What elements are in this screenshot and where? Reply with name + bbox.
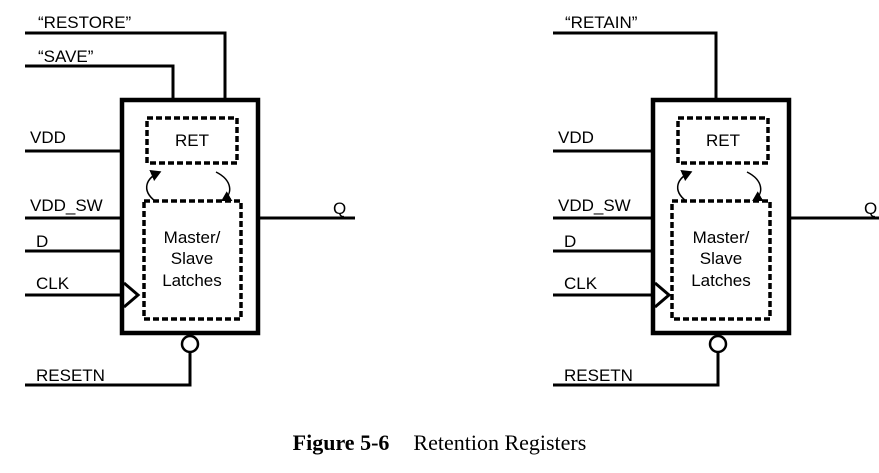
ret-label: RET <box>175 131 209 150</box>
figure-number: Figure 5-6 <box>292 430 390 455</box>
latch-label-line-2: Slave <box>700 249 743 268</box>
latch-label-line-3: Latches <box>162 271 222 290</box>
vdd-label: VDD <box>558 128 594 147</box>
resetn-label: RESETN <box>36 366 105 385</box>
vdd-sw-label: VDD_SW <box>558 196 631 215</box>
reset-inversion-bubble-icon <box>180 334 200 354</box>
retain-wire <box>553 31 718 118</box>
clock-triangle-icon <box>654 281 672 309</box>
latch-label-line-1: Master/ <box>693 228 750 247</box>
clock-triangle-icon <box>123 281 141 309</box>
ret-block <box>145 116 239 165</box>
vdd-sw-label: VDD_SW <box>30 196 103 215</box>
retain-label: “RETAIN” <box>565 13 638 32</box>
d-label: D <box>36 232 48 251</box>
vdd-label: VDD <box>30 128 66 147</box>
resetn-wire <box>25 352 192 387</box>
clk-label: CLK <box>36 274 70 293</box>
latch-label-line-3: Latches <box>691 271 751 290</box>
restore-arrow-icon <box>215 171 233 202</box>
latch-block <box>670 199 772 321</box>
ret-block <box>676 116 770 165</box>
retention-registers-diagram: “RESTORE” “SAVE” VDD VDD_SW D CLK RET Ma… <box>25 13 879 387</box>
save-label: “SAVE” <box>38 47 94 66</box>
figure-caption: Figure 5-6 Retention Registers <box>0 430 879 456</box>
resetn-wire <box>553 352 720 387</box>
ret-label: RET <box>706 131 740 150</box>
d-label: D <box>564 232 576 251</box>
save-arrow-icon <box>676 170 693 202</box>
q-label: Q <box>864 199 877 218</box>
figure-title: Retention Registers <box>413 430 587 455</box>
left-register: “RESTORE” “SAVE” VDD VDD_SW D CLK RET Ma… <box>25 13 355 387</box>
latch-block <box>142 199 243 321</box>
clk-label: CLK <box>564 274 598 293</box>
latch-label-line-1: Master/ <box>164 228 221 247</box>
restore-arrow-icon <box>746 171 764 202</box>
restore-wire <box>25 31 227 118</box>
restore-label: “RESTORE” <box>38 13 132 32</box>
right-register: “RETAIN” VDD VDD_SW D CLK RET Master/ Sl… <box>553 13 879 387</box>
latch-label-line-2: Slave <box>171 249 214 268</box>
resetn-label: RESETN <box>564 366 633 385</box>
q-label: Q <box>333 199 346 218</box>
save-arrow-icon <box>145 170 162 202</box>
reset-inversion-bubble-icon <box>708 334 728 354</box>
